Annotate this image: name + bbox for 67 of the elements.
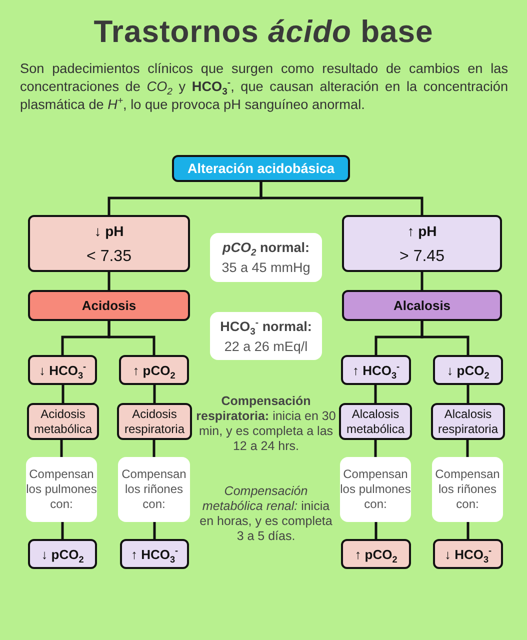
connector-line bbox=[260, 182, 424, 215]
condition-box bbox=[431, 403, 505, 440]
process-box bbox=[341, 355, 411, 385]
connector-line bbox=[108, 272, 110, 290]
node-label: ↑ pCO$_{2}$ bbox=[354, 546, 398, 562]
note-box bbox=[118, 457, 190, 522]
threshold-value: < 7.35 bbox=[86, 248, 132, 264]
node-label: Acidosis metabólica bbox=[32, 406, 94, 436]
process-box bbox=[119, 355, 189, 385]
info-card bbox=[210, 233, 322, 282]
connector-line bbox=[420, 272, 424, 290]
ph-heading: ↑ pH bbox=[407, 224, 437, 238]
process-box bbox=[28, 290, 190, 321]
connector-line bbox=[61, 522, 64, 539]
connector-line bbox=[374, 440, 377, 457]
node-label: ↓ pCO$_{2}$ bbox=[41, 546, 84, 562]
condition-box bbox=[117, 403, 192, 440]
connector-line bbox=[466, 440, 469, 457]
process-box bbox=[433, 539, 503, 569]
condition-box bbox=[27, 403, 99, 440]
info-card bbox=[210, 312, 322, 360]
connector-line bbox=[152, 440, 156, 457]
ph-heading: ↓ pH bbox=[94, 224, 124, 238]
node-label: Alteración acidobásica bbox=[187, 161, 335, 176]
info-heading: HCO$_{3}$$^{-}$ normal: bbox=[220, 318, 312, 334]
connector-line bbox=[153, 522, 156, 539]
note-box bbox=[26, 457, 97, 522]
threshold-value: > 7.45 bbox=[400, 248, 444, 264]
process-box bbox=[433, 355, 503, 385]
value-range: 35 a 45 mmHg bbox=[222, 260, 310, 275]
node-label: Alcalosis metabólica bbox=[345, 406, 406, 436]
connector-line bbox=[374, 385, 377, 403]
connector-line bbox=[374, 522, 378, 539]
heading-box bbox=[172, 155, 350, 182]
node-label: ↓ pCO$_{2}$ bbox=[446, 362, 490, 378]
note-box bbox=[340, 457, 411, 522]
node-label: ↑ pCO$_{2}$ bbox=[132, 362, 176, 378]
connector-line bbox=[62, 385, 64, 403]
node-label: Compensan los riñones con: bbox=[120, 467, 188, 512]
connector-line bbox=[60, 440, 63, 457]
node-label: Alcalosis bbox=[393, 298, 451, 313]
ph-box bbox=[342, 215, 502, 272]
process-box bbox=[120, 539, 189, 569]
ph-box bbox=[28, 215, 190, 272]
connector-line bbox=[466, 385, 470, 403]
process-box bbox=[28, 539, 97, 569]
renal-compensation-note: Compensación metabólica renal: inicia en horas, y es completa 3 a 5 días. bbox=[198, 484, 334, 544]
node-label: Acidosis bbox=[82, 298, 136, 313]
condition-box bbox=[339, 403, 412, 440]
connector-line bbox=[420, 321, 470, 355]
process-box bbox=[341, 539, 411, 569]
node-label: Acidosis respiratoria bbox=[123, 406, 186, 436]
node-label: Alcalosis respiratoria bbox=[436, 406, 500, 436]
connector-line bbox=[153, 385, 156, 403]
intro: Son padecimientos clínicos que surgen como resultado de cambios en las concentraciones de CO$_{2}$ y HCO$_{3}$$^{-}$, que causan alteración en la concentración plasmática de H$^{+}$, lo que provoca pH sanguíneo anormal. bbox=[20, 60, 508, 114]
title: Trastornos ácido base bbox=[92, 14, 434, 50]
connector-line bbox=[108, 321, 156, 355]
node-label: Compensan los pulmones con: bbox=[26, 467, 97, 512]
process-box bbox=[28, 355, 97, 385]
node-label: Compensan los pulmones con: bbox=[340, 467, 411, 512]
respiratory-compensation-note: Compensación respiratoria: inicia en 30 min, y es completa a las 12 a 24 hrs. bbox=[196, 394, 336, 454]
process-box bbox=[342, 290, 502, 321]
note-box bbox=[432, 457, 503, 522]
value-range: 22 a 26 mEq/l bbox=[224, 338, 308, 354]
node-label: Compensan los riñones con: bbox=[434, 467, 501, 512]
info-heading: pCO$_{2}$ normal: bbox=[222, 240, 310, 255]
connector-line bbox=[466, 522, 470, 539]
